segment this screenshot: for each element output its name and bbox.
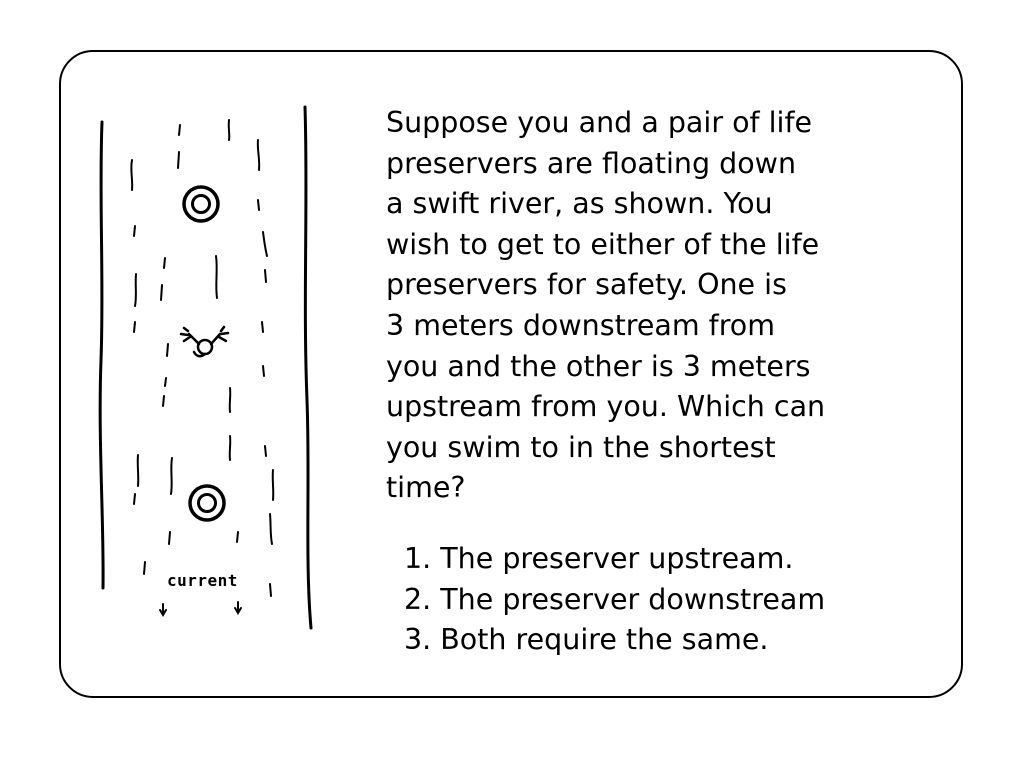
slide-card (59, 50, 963, 698)
answer-option-2: 2. The preserver downstream (404, 582, 826, 616)
current-label: current (167, 571, 238, 590)
answer-option-3: 3. Both require the same. (404, 623, 769, 657)
question-text: Suppose you and a pair of life preserver… (386, 106, 826, 505)
answer-option-1: 1. The preserver upstream. (404, 542, 794, 575)
answer-options: 1. The preserver upstream. 2. The preser… (404, 539, 944, 661)
